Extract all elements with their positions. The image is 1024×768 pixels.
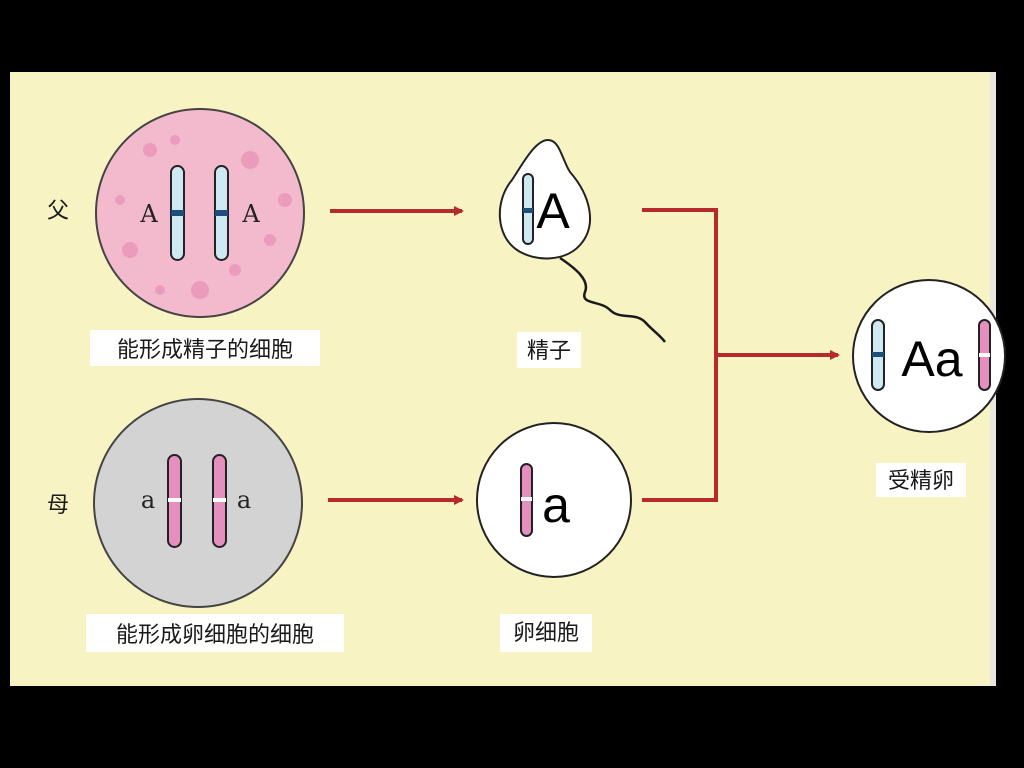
father-allele-left: A [139, 200, 158, 228]
sperm-chromosome [522, 173, 534, 245]
sperm-cell-icon: A [498, 138, 667, 343]
mother-cell-body [93, 398, 303, 608]
mother-chromosome-left [167, 454, 182, 548]
sperm-tail [559, 256, 667, 343]
zygote-body [852, 279, 1006, 433]
sperm-label: 精子 [527, 339, 571, 364]
father-cell-speckles [115, 135, 292, 299]
sperm-allele: A [536, 183, 570, 239]
egg-label-bg [500, 614, 592, 652]
zygote-cell-icon: Aa [852, 279, 1006, 433]
mother-cell-label: 能形成卵细胞的细胞 [116, 623, 314, 648]
zygote-chromosome-right [978, 319, 991, 391]
zygote-label: 受精卵 [888, 469, 954, 494]
father-label: 父 [47, 199, 69, 224]
mother-label: 母 [47, 493, 69, 518]
father-cell-label-bg [90, 330, 320, 366]
sperm-label-bg [517, 332, 581, 368]
egg-cell-icon: a [476, 422, 632, 578]
mother-cell-label-bg [86, 614, 344, 652]
egg-label: 卵细胞 [513, 621, 579, 646]
father-chromosome-left [170, 165, 185, 261]
zygote-allele: Aa [901, 331, 962, 387]
egg-chromosome [520, 463, 533, 537]
mother-cell: a a [93, 398, 303, 608]
mother-allele-right: a [237, 486, 251, 514]
father-chromosome-right [214, 165, 229, 261]
mother-allele-left: a [141, 486, 155, 514]
father-cell: A A [95, 108, 305, 318]
zygote-chromosome-left [871, 319, 885, 391]
father-allele-right: A [241, 200, 260, 228]
egg-allele: a [542, 477, 570, 533]
mother-chromosome-right [212, 454, 227, 548]
egg-body [476, 422, 632, 578]
father-cell-label: 能形成精子的细胞 [117, 338, 293, 363]
zygote-label-bg [876, 463, 966, 497]
